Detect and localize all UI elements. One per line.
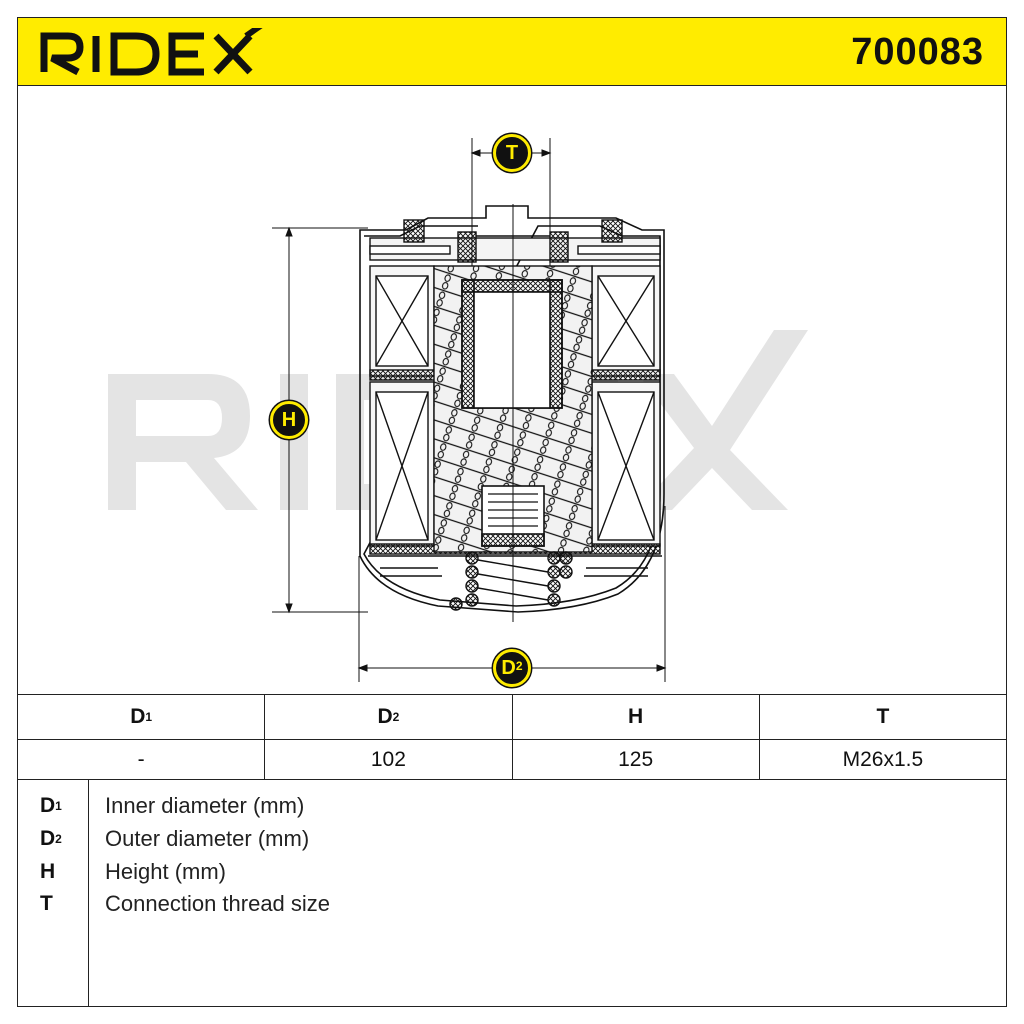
oil-filter-cross-section — [108, 138, 808, 682]
legend-key-column — [18, 780, 89, 1006]
legend-description: Connection thread size — [105, 891, 331, 916]
bypass-valve — [461, 279, 563, 547]
legend-key: D2 — [40, 827, 62, 850]
spec-header-t: T — [876, 705, 890, 728]
spec-value-d2: 102 — [265, 740, 513, 779]
bottom-spring — [368, 551, 662, 611]
part-number: 700083 — [851, 31, 984, 73]
legend-description: Inner diameter (mm) — [105, 793, 305, 818]
legend-key: H — [40, 860, 56, 883]
legend-item-d2: D2 Outer diameter (mm) — [18, 823, 1006, 855]
technical-drawing: T H D2 — [18, 86, 1006, 694]
filter-media — [369, 265, 661, 555]
legend-description: Outer diameter (mm) — [105, 826, 310, 851]
header-bar: 700083 — [18, 18, 1006, 86]
legend-item-t: T Connection thread size — [18, 888, 1006, 920]
product-sheet: 700083 — [17, 17, 1007, 1007]
spec-value-t: M26x1.5 — [842, 747, 924, 771]
spec-header-h: H — [513, 695, 760, 739]
dimension-badge-t: T — [493, 134, 531, 172]
legend-description: Height (mm) — [105, 859, 227, 884]
spec-value-d1: - — [18, 740, 266, 779]
legend-key: D1 — [40, 794, 62, 817]
spec-table-value-row: - 102 125 M26x1.5 — [18, 740, 1006, 779]
legend: D1 Inner diameter (mm) D2 Outer diameter… — [18, 780, 1006, 1006]
dimension-badge-h: H — [270, 401, 308, 439]
legend-key: T — [40, 892, 53, 915]
legend-item-h: H Height (mm) — [18, 856, 1006, 888]
spec-value-h: 125 — [513, 740, 760, 779]
dimension-badge-d2: D2 — [493, 649, 531, 687]
ridex-logo — [40, 28, 263, 76]
baseplate — [369, 219, 661, 263]
legend-item-d1: D1 Inner diameter (mm) — [18, 790, 1006, 822]
